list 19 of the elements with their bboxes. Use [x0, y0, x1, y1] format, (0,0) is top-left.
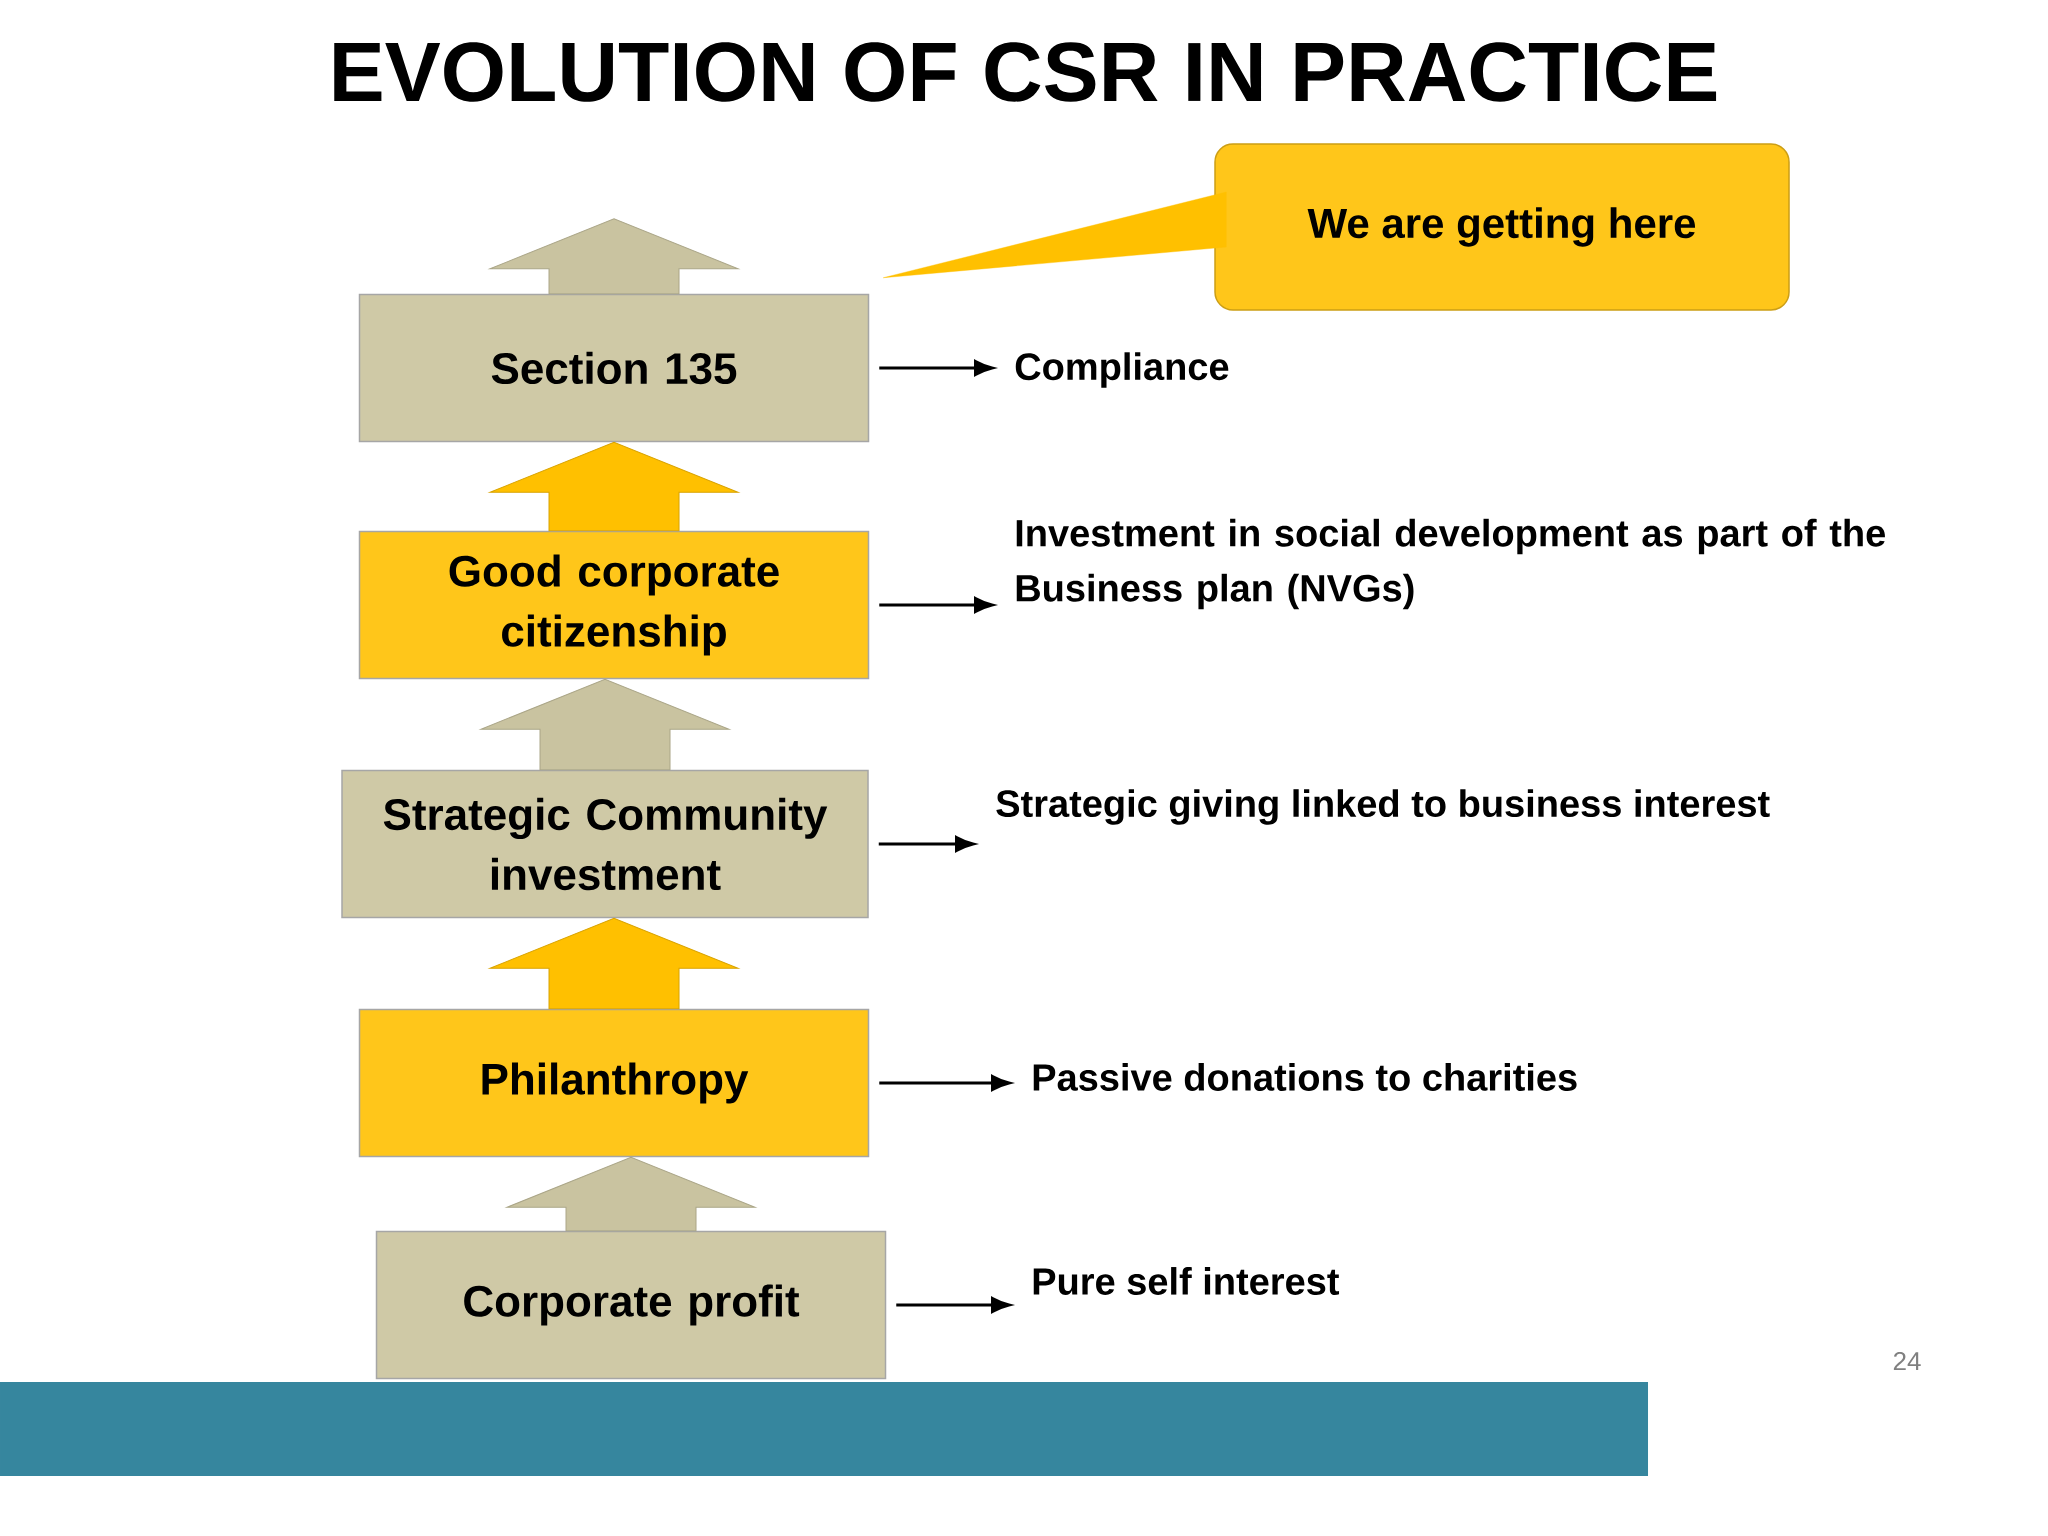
block-arrow — [506, 1156, 756, 1232]
description-text: Pure self interest — [1033, 1267, 1340, 1295]
block-arrow — [489, 441, 739, 532]
description-text: Investment in social development as part of the Business plan (NVGs) — [1016, 518, 1885, 610]
page-number: 24 — [1893, 1351, 1921, 1371]
description-text: Passive donations to charities — [1033, 1063, 1577, 1091]
block-arrow — [489, 917, 739, 1010]
description-text: Compliance — [1015, 352, 1229, 388]
title: EVOLUTION OF CSR IN PRACTICE — [334, 42, 1717, 102]
callout-box: We are getting here — [1214, 143, 1790, 311]
block-arrow — [480, 678, 730, 771]
callout-pointer — [883, 191, 1227, 278]
stage-box: Philanthropy — [358, 1008, 870, 1158]
stage-box: Strategic Community investment — [341, 769, 869, 919]
block-arrow — [489, 218, 739, 295]
description-text: Strategic giving linked to business interest — [996, 789, 1770, 825]
stage-box: Section 135 — [358, 293, 870, 443]
stage-box: Good corporate citizenship — [358, 530, 870, 680]
stage-box: Corporate profit — [375, 1230, 887, 1380]
